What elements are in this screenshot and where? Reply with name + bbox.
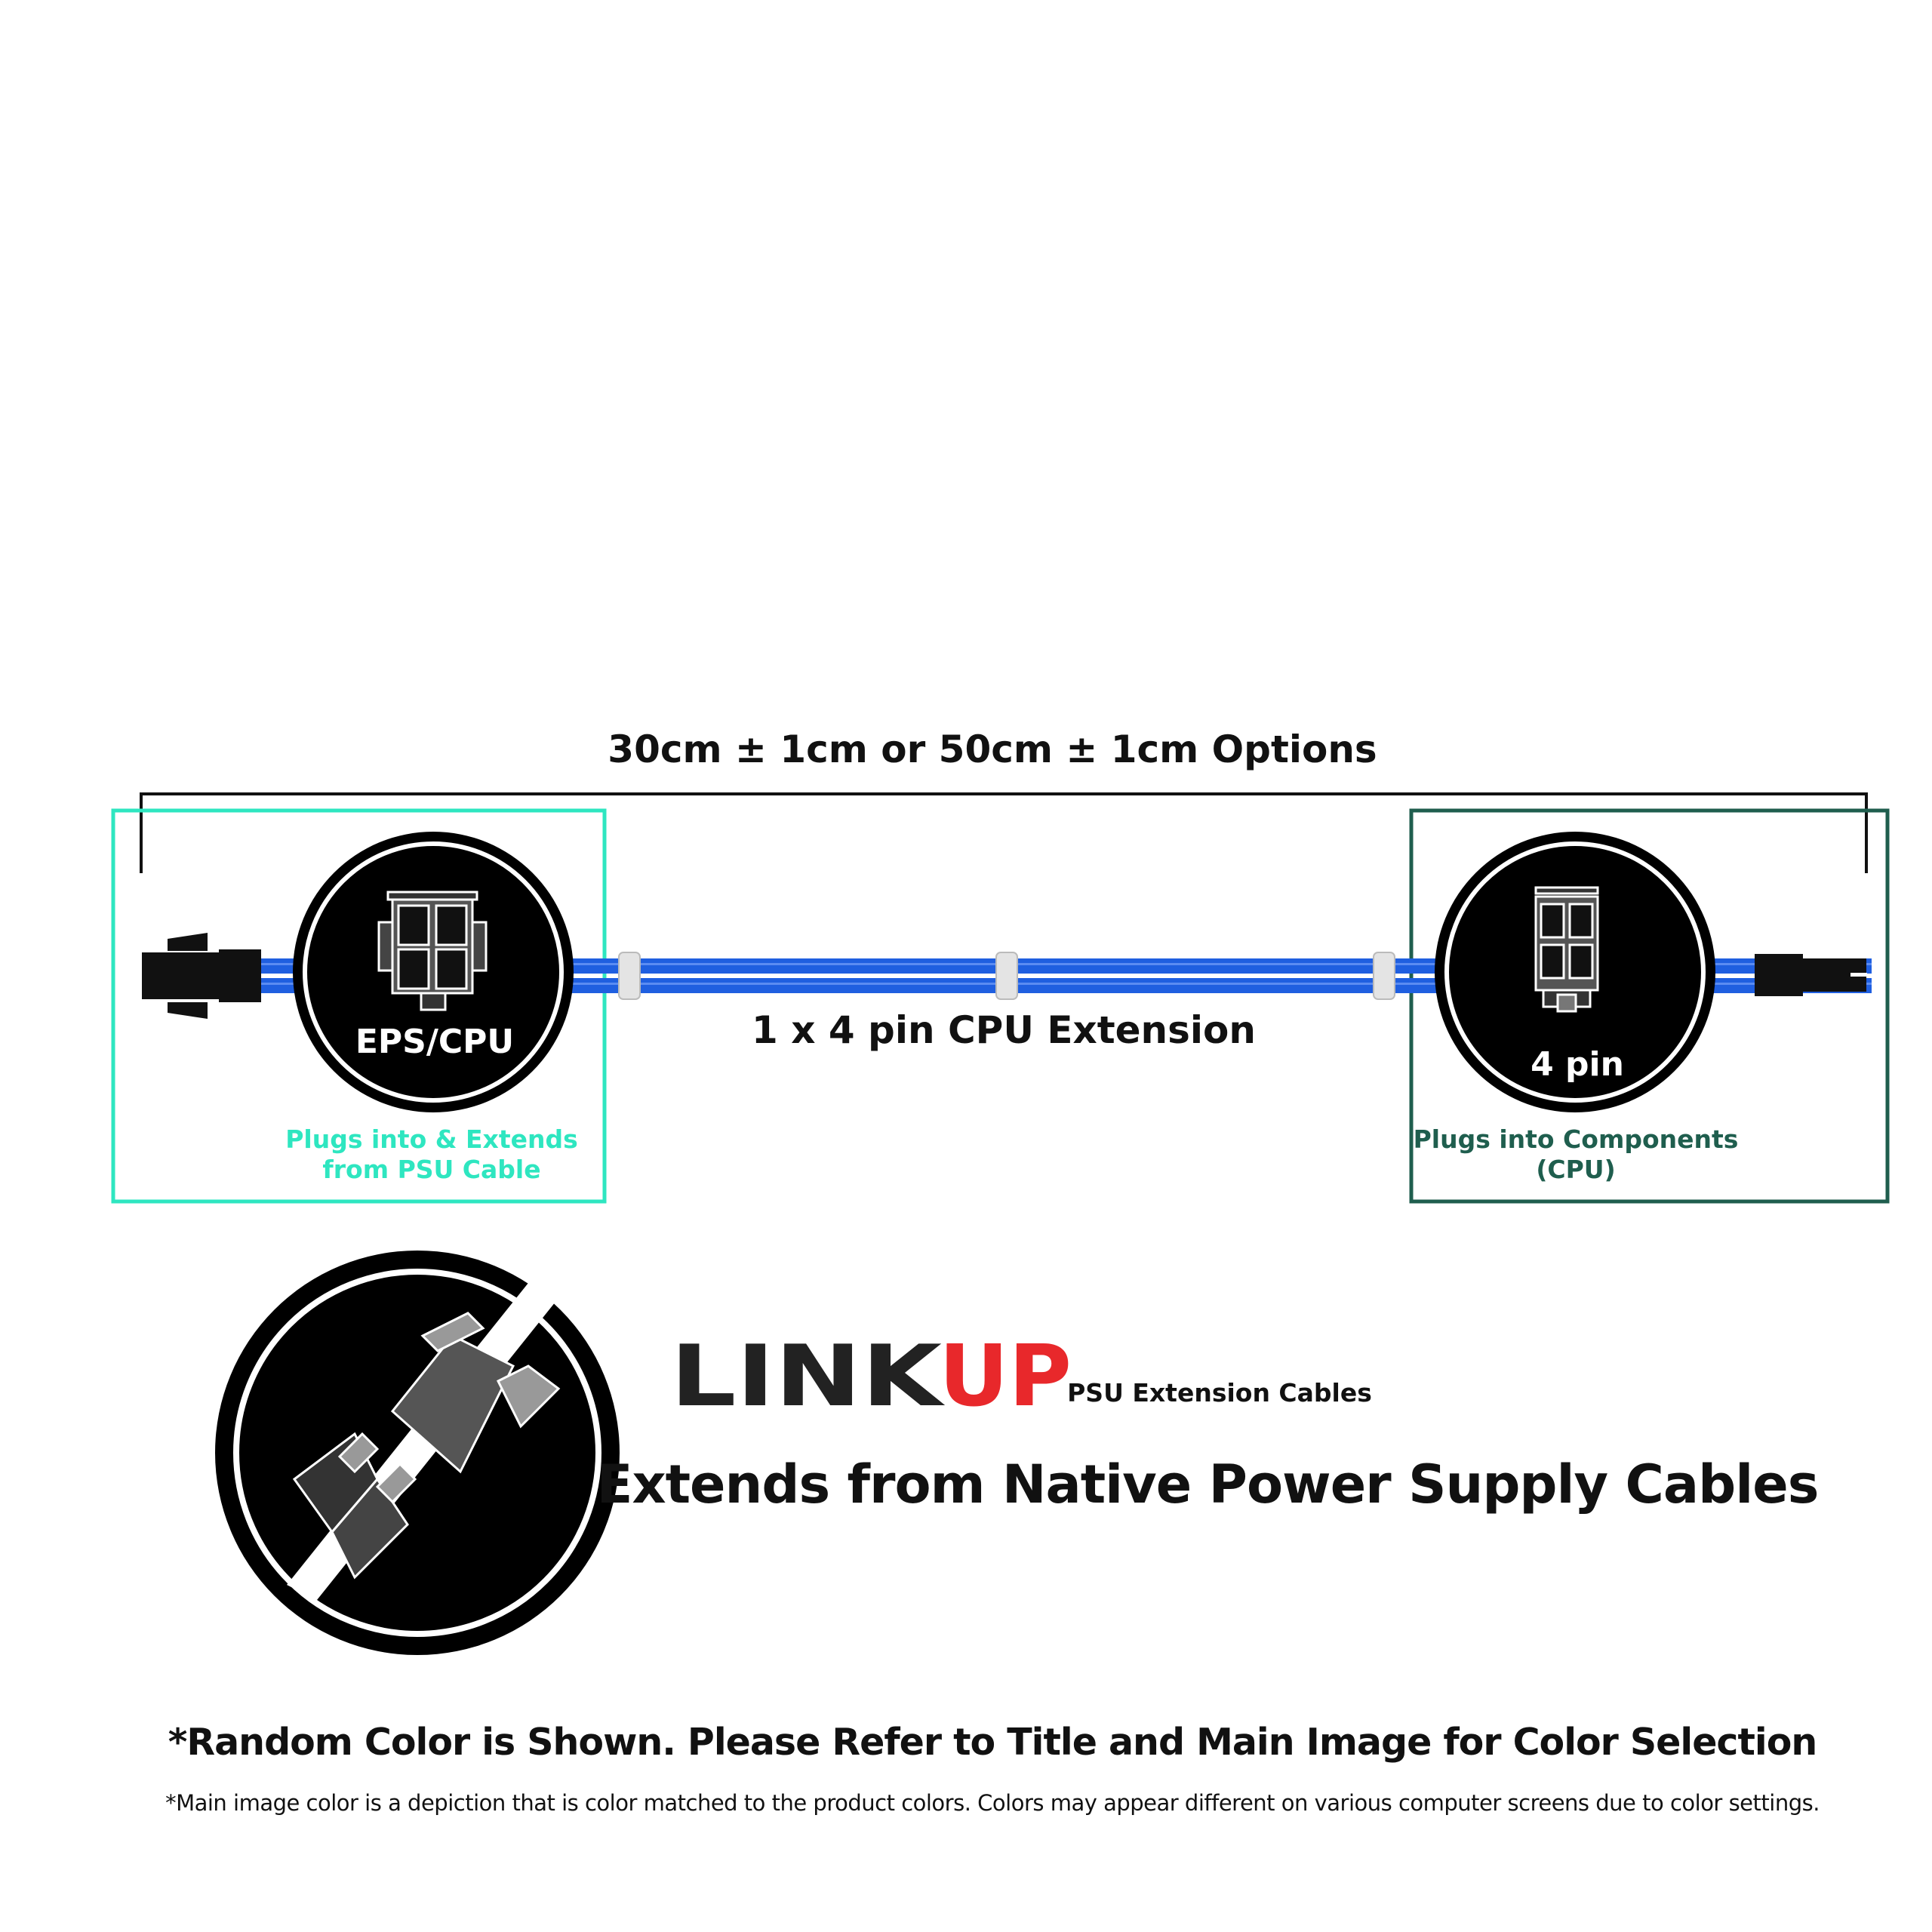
right-caption-line1: Plugs into Components (1413, 1124, 1739, 1154)
brand-tagline: PSU Extension Cables (1067, 1378, 1372, 1407)
4pin-label: 4 pin (1531, 1045, 1624, 1084)
length-title: 30cm ± 1cm or 50cm ± 1cm Options (608, 728, 1377, 771)
eps-plug-icon (142, 933, 261, 1019)
left-caption-line2: from PSU Cable (322, 1154, 541, 1184)
4pin-connector-badge (1435, 832, 1715, 1112)
cable-comb-icon (618, 952, 1395, 1000)
right-caption-line2: (CPU) (1536, 1154, 1616, 1184)
color-notice: *Random Color is Shown. Please Refer to … (168, 1721, 1817, 1764)
svg-text:UP: UP (939, 1327, 1072, 1426)
eps-4pin-face-icon (377, 891, 488, 1011)
4pin-face-icon (1534, 886, 1599, 1013)
eps-label: EPS/CPU (355, 1023, 515, 1061)
cable-label: 1 x 4 pin CPU Extension (752, 1008, 1256, 1052)
right-caption: Plugs into Components (CPU) (1414, 1124, 1739, 1184)
left-caption-line1: Plugs into & Extends (285, 1124, 578, 1154)
right-highlight-box (1409, 808, 1890, 1204)
left-caption: Plugs into & Extends from PSU Cable (285, 1124, 578, 1184)
headline: Extends from Native Power Supply Cables (596, 1454, 1820, 1515)
length-bracket (140, 792, 1868, 873)
4pin-plug-icon (1755, 954, 1867, 996)
eps-connector-badge (293, 832, 574, 1112)
svg-text:LINK: LINK (670, 1327, 946, 1426)
footnote: *Main image color is a depiction that is… (165, 1790, 1820, 1816)
left-highlight-box (111, 808, 607, 1204)
linkup-logo: LINK UP (670, 1327, 1072, 1426)
connector-mating-illustration (215, 1251, 620, 1655)
